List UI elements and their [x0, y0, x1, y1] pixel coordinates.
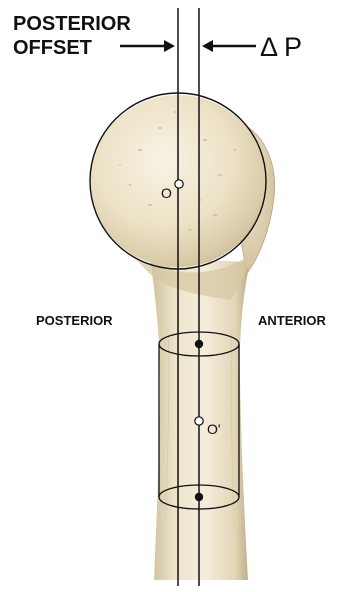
shaft-center-point: [195, 417, 203, 425]
posterior-offset-arrow: [120, 40, 175, 52]
shaft-center-label: O': [207, 421, 221, 437]
anterior-label: ANTERIOR: [258, 313, 327, 328]
head-center-label: O: [161, 185, 172, 201]
posterior-offset-label-line1: POSTERIOR: [13, 13, 131, 35]
posterior-label: POSTERIOR: [36, 313, 113, 328]
cylinder-bottom-point: [195, 493, 203, 501]
delta-p-arrow: [202, 40, 256, 52]
posterior-offset-label-line2: OFFSET: [13, 37, 92, 59]
head-center-point: [175, 180, 183, 188]
cylinder-top-point: [195, 340, 203, 348]
delta-p-label: Δ P: [260, 32, 302, 62]
